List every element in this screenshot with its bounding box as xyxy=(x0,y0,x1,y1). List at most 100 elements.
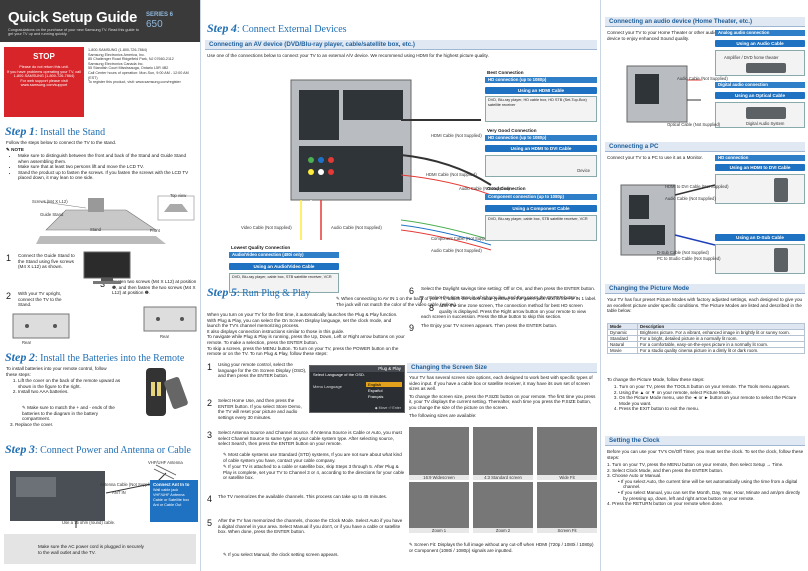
pc-audio-cable-label: Audio Cable (Not Supplied) xyxy=(665,196,716,201)
tv-stand-image xyxy=(83,251,131,284)
audio-device-bar: Connecting an audio device (Home Theater… xyxy=(605,17,805,27)
size-label: Screen Fit xyxy=(537,528,597,533)
size-thumb xyxy=(409,427,469,475)
osd-option-espanol[interactable]: Español xyxy=(368,388,383,393)
picture-mode-intro: Your TV has four preset Picture Modes wi… xyxy=(607,297,803,314)
optical-cable-button[interactable]: Using an Optical Cable xyxy=(715,92,805,99)
audio-intro: Connect your TV to your Home Theater or … xyxy=(607,30,717,41)
description-cell: For a studio quality cinema picture in a… xyxy=(637,347,805,354)
step5-paragraph: When you turn on your TV for the first t… xyxy=(207,312,398,329)
antenna-cable-label: Antenna Cable (Not Supplied) xyxy=(100,482,156,487)
step2-item: Install two AAA batteries. xyxy=(18,389,124,395)
pc-bar: Connecting a PC xyxy=(605,142,805,152)
size-thumb xyxy=(473,427,533,475)
hdmi-cable-button[interactable]: Using an HDMI Cable xyxy=(485,87,597,94)
osd-prompt: Select Language of the OSD. xyxy=(313,372,366,377)
rear-label: Rear xyxy=(160,334,170,339)
screen-size-paragraph: The following sizes are available: xyxy=(409,412,477,418)
step2-note: ✎ Make sure to match the + and - ends of… xyxy=(22,405,115,422)
contact-line: Samsung Electronics Canada Inc. xyxy=(88,61,144,66)
stop-box: STOP Please do not return this unit. If … xyxy=(4,47,84,117)
size-thumb xyxy=(409,482,469,528)
pc-tv-panel xyxy=(620,184,715,256)
dsub-cable-label: D-Sub Cable (Not Supplied) xyxy=(657,250,709,255)
description-cell: Brightens picture. For a vibrant, enhanc… xyxy=(637,329,805,336)
guide-title: Quick Setup Guide xyxy=(8,9,138,26)
connect-ant-title: Connect Ant In to xyxy=(153,482,190,487)
connect-ant-item: Cable or Satellite box Ant or Cable Out xyxy=(153,498,190,507)
amplifier-label: Amplifier / DVD home theater xyxy=(724,55,779,60)
right-column: Connecting an audio device (Home Theater… xyxy=(600,0,808,571)
step-number: 1 xyxy=(6,253,12,263)
picture-step: Turn on your TV, press the TOOLS button … xyxy=(619,384,805,390)
stop-line: For web support please visit xyxy=(20,78,68,83)
analog-audio-bar: Analog audio connection xyxy=(715,30,805,36)
av-cable-button[interactable]: Using an Audio/Video Cable xyxy=(229,263,339,270)
contact-line[interactable]: To register this product, visit: www.sam… xyxy=(88,80,181,85)
step1-intro: Follow the steps below to connect the TV… xyxy=(6,140,117,145)
step2-steps: Lift the cover on the back of the remote… xyxy=(14,378,124,395)
connection-cables xyxy=(401,119,492,251)
clock-bullet: • If you select Auto, the current time w… xyxy=(618,478,798,490)
power-note-box: Make sure the AC power cord is plugged i… xyxy=(4,534,196,564)
hdmi-dvi-pc-button[interactable]: Using an HDMI to DVI Cable xyxy=(715,164,805,171)
step-text: With your TV upright, connect the TV to … xyxy=(18,291,62,308)
dsub-cable-button[interactable]: Using an D-Sub Cable xyxy=(715,234,805,241)
step-text: Select the Daylight savings time setting… xyxy=(421,286,596,291)
lowest-device: DVD, Blu-ray player, cable box, STB sate… xyxy=(229,273,339,293)
pc-intro: Connect your TV to a PC to use it as a M… xyxy=(607,155,703,160)
step5-body: When you turn on your TV for the first t… xyxy=(207,312,405,357)
stand-diagram xyxy=(36,195,195,244)
top-view-label: Top view xyxy=(170,193,187,198)
step5-paragraph: It also displays connection instructions… xyxy=(207,328,345,334)
audio-cable-label: Audio Cable (Not Supplied) xyxy=(459,186,510,191)
best-device: DVD, Blu-ray player, HD cable box, HD ST… xyxy=(485,96,597,122)
osd-option-francais[interactable]: Français xyxy=(368,394,384,399)
step5-note: ✎ If your TV is attached to a cable or s… xyxy=(223,464,405,481)
hdmi-dvi-button[interactable]: Using an HDMI to DVI Cable xyxy=(485,145,597,152)
rear-label: Rear xyxy=(22,340,32,345)
pc-tower-image xyxy=(774,178,788,202)
steps-6-9: 6 Select the Daylight savings time settin… xyxy=(409,286,597,333)
step3-heading: Step 3: Connect Power and Antenna or Cab… xyxy=(5,442,191,456)
note-label: ✎ NOTE xyxy=(6,147,24,152)
hdmi-cable-label: HDMI Cable (Not Supplied) xyxy=(431,133,482,138)
note-icon: ✎ xyxy=(336,296,342,301)
clock-steps: 1. Turn on your TV, press the MENU butto… xyxy=(607,462,805,507)
step1-bullets: Make sure to distinguish between the fro… xyxy=(14,153,196,181)
note-bullet: Stand the product up to fasten the screw… xyxy=(18,170,196,181)
series-label: SERIES 6 xyxy=(146,12,174,18)
audio-cable-button[interactable]: Using an Audio Cable xyxy=(715,40,805,47)
best-connection-label: Best Connection xyxy=(487,70,524,75)
lowest-bar: Audio/Video connection (480i only) xyxy=(229,252,339,258)
rear-screws-image xyxy=(143,306,197,332)
note-bullet: Make sure to distinguish between the fro… xyxy=(18,153,196,164)
best-hd-bar: HD connection (up to 1080p) xyxy=(485,77,597,83)
size-thumb xyxy=(537,482,597,528)
screen-size-grid: 16:9 Widescreen 4:3 Standard screen Wide… xyxy=(409,427,597,537)
note-icon: ✎ xyxy=(409,542,415,547)
component-cable-button[interactable]: Using a Component Cable xyxy=(485,205,597,212)
osd-option-english[interactable]: English xyxy=(366,382,402,387)
clock-bullet: • If you select Manual, you can set the … xyxy=(618,489,801,501)
digital-audio-device: Digital Audio System xyxy=(715,102,805,128)
stop-line[interactable]: www.samsung.com/support xyxy=(20,83,68,88)
step2-item: 3. Replace the cover. xyxy=(10,422,54,427)
step-number: 6 xyxy=(409,286,415,296)
step-text: Select Antenna Source and Channel Source… xyxy=(218,430,402,447)
middle-column: Step 4: Connect External Devices Connect… xyxy=(200,0,600,571)
step5-note: ✎ If you select Manual, the clock settin… xyxy=(223,552,339,557)
note-icon: ✎ xyxy=(22,405,28,410)
step-number: 8 xyxy=(429,303,435,314)
note-bullet: Make sure that at least two persons lift… xyxy=(18,164,196,170)
step5-item: 6 Select the Daylight savings time settin… xyxy=(409,286,597,296)
size-thumb xyxy=(473,482,533,528)
remote-image xyxy=(146,368,188,416)
picture-step: Press the EXIT button to exit the menu. xyxy=(619,406,805,412)
guide-header: Quick Setup Guide SERIES 6 650 Congratul… xyxy=(0,0,200,42)
size-label: Zoom 2 xyxy=(473,528,533,533)
